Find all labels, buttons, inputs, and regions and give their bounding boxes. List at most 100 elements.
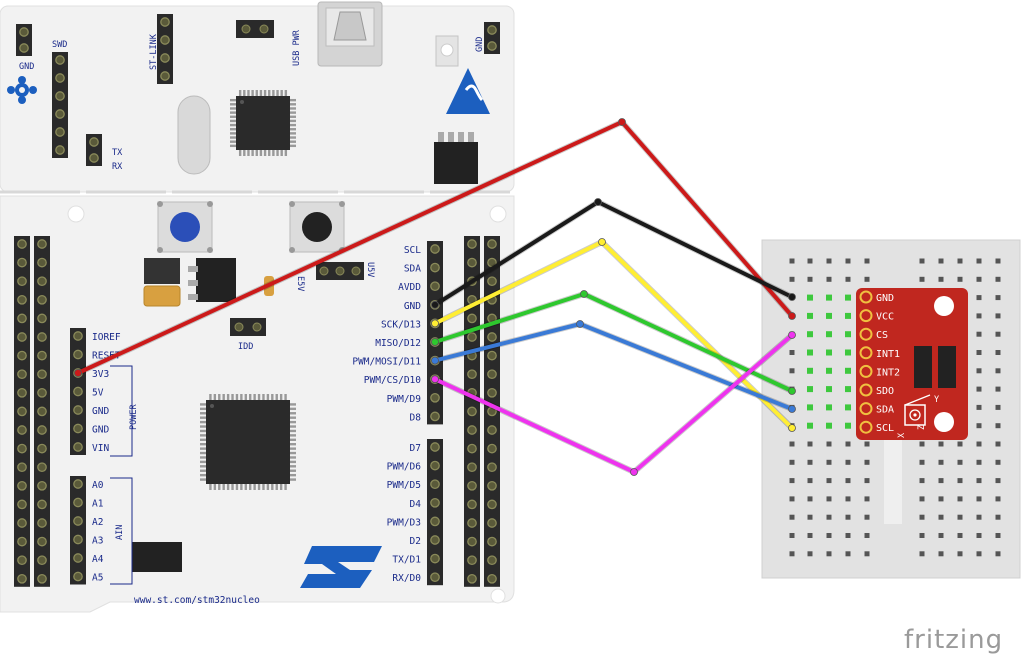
header-pin[interactable]	[467, 369, 477, 380]
header-pin[interactable]	[487, 573, 497, 584]
breadboard-hole[interactable]	[976, 423, 982, 429]
header-pin[interactable]	[89, 137, 99, 147]
breadboard-hole[interactable]	[976, 404, 982, 410]
breadboard-hole[interactable]	[845, 551, 851, 557]
breadboard-hole[interactable]	[995, 441, 1001, 447]
breadboard-hole[interactable]	[807, 459, 813, 465]
header-pin[interactable]	[73, 349, 83, 360]
breadboard-hole[interactable]	[957, 496, 963, 502]
header-pin[interactable]	[19, 27, 29, 37]
breadboard-hole[interactable]	[807, 533, 813, 538]
header-pin[interactable]	[17, 480, 27, 491]
header-pin[interactable]	[487, 25, 497, 35]
header-pin[interactable]	[73, 331, 83, 341]
header-pin[interactable]	[17, 239, 27, 249]
header-pin[interactable]	[55, 127, 65, 137]
header-pin[interactable]	[430, 281, 440, 292]
breadboard-hole[interactable]	[938, 533, 944, 538]
breadboard-hole[interactable]	[976, 496, 982, 502]
sensor-pin[interactable]	[859, 346, 873, 360]
breadboard-hole[interactable]	[845, 514, 851, 520]
breadboard-hole[interactable]	[826, 496, 832, 502]
header-pin[interactable]	[55, 145, 65, 155]
header-pin[interactable]	[73, 553, 83, 563]
header-pin[interactable]	[37, 555, 47, 566]
header-pin[interactable]	[487, 425, 497, 435]
breadboard-hole[interactable]	[919, 258, 925, 264]
header-pin[interactable]	[37, 257, 47, 268]
breadboard-hole[interactable]	[995, 295, 1001, 301]
wire-end[interactable]	[431, 319, 439, 328]
header-pin[interactable]	[37, 276, 47, 287]
breadboard-hole[interactable]	[826, 459, 832, 465]
breadboard-hole[interactable]	[976, 441, 982, 447]
header-pin[interactable]	[430, 442, 440, 452]
header-pin[interactable]	[17, 406, 27, 417]
header-pin[interactable]	[73, 571, 83, 582]
breadboard-hole[interactable]	[826, 478, 832, 484]
breadboard-hole[interactable]	[919, 459, 925, 465]
breadboard-hole[interactable]	[995, 258, 1001, 264]
header-pin[interactable]	[487, 462, 497, 473]
header-pin[interactable]	[487, 239, 497, 249]
breadboard-hole[interactable]	[976, 386, 982, 392]
breadboard-hole[interactable]	[864, 459, 870, 465]
breadboard-hole[interactable]	[789, 551, 795, 557]
breadboard-hole[interactable]	[807, 514, 813, 520]
header-pin[interactable]	[430, 411, 440, 422]
header-pin[interactable]	[467, 555, 477, 566]
header-pin[interactable]	[17, 555, 27, 566]
breadboard-hole[interactable]	[938, 276, 944, 282]
header-pin[interactable]	[160, 71, 170, 81]
sensor-pin[interactable]	[859, 383, 873, 397]
wire[interactable]	[431, 198, 796, 309]
header-pin[interactable]	[37, 536, 47, 547]
breadboard-hole[interactable]	[845, 459, 851, 465]
breadboard-hole[interactable]	[995, 478, 1001, 484]
header-pin[interactable]	[487, 332, 497, 342]
header-pin[interactable]	[17, 573, 27, 584]
breadboard-hole[interactable]	[789, 441, 795, 447]
header-pin[interactable]	[487, 387, 497, 398]
header-pin[interactable]	[37, 462, 47, 473]
breadboard-hole[interactable]	[938, 478, 944, 484]
breadboard-hole[interactable]	[864, 441, 870, 447]
breadboard-hole[interactable]	[938, 514, 944, 520]
header-pin[interactable]	[37, 573, 47, 584]
wire[interactable]	[431, 331, 796, 476]
breadboard-hole[interactable]	[957, 551, 963, 557]
header-pin[interactable]	[467, 332, 477, 342]
breadboard-hole[interactable]	[807, 258, 813, 264]
breadboard-hole[interactable]	[845, 533, 851, 538]
header-pin[interactable]	[55, 91, 65, 101]
breadboard-hole[interactable]	[995, 404, 1001, 410]
header-pin[interactable]	[467, 257, 477, 268]
breadboard-hole[interactable]	[826, 533, 832, 538]
sensor-pin[interactable]	[859, 364, 873, 378]
header-pin[interactable]	[487, 480, 497, 491]
header-pin[interactable]	[467, 518, 477, 528]
breadboard-hole[interactable]	[789, 276, 795, 282]
breadboard-hole[interactable]	[789, 459, 795, 465]
breadboard-hole[interactable]	[976, 276, 982, 282]
header-pin[interactable]	[487, 555, 497, 566]
header-pin[interactable]	[37, 480, 47, 491]
breadboard-hole[interactable]	[864, 533, 870, 538]
header-pin[interactable]	[430, 460, 440, 471]
wire[interactable]	[74, 118, 796, 377]
wire-end[interactable]	[788, 293, 796, 301]
header-pin[interactable]	[17, 257, 27, 268]
breadboard-hole[interactable]	[919, 551, 925, 557]
header-pin[interactable]	[73, 405, 83, 415]
wire-end[interactable]	[74, 369, 82, 377]
wire-end[interactable]	[788, 424, 796, 432]
breadboard-hole[interactable]	[995, 276, 1001, 282]
breadboard-hole[interactable]	[919, 533, 925, 538]
breadboard-hole[interactable]	[995, 514, 1001, 520]
header-pin[interactable]	[467, 536, 477, 547]
header-pin[interactable]	[467, 443, 477, 454]
header-pin[interactable]	[17, 518, 27, 528]
header-pin[interactable]	[430, 262, 440, 273]
breadboard-hole[interactable]	[976, 368, 982, 374]
breadboard-hole[interactable]	[938, 258, 944, 264]
